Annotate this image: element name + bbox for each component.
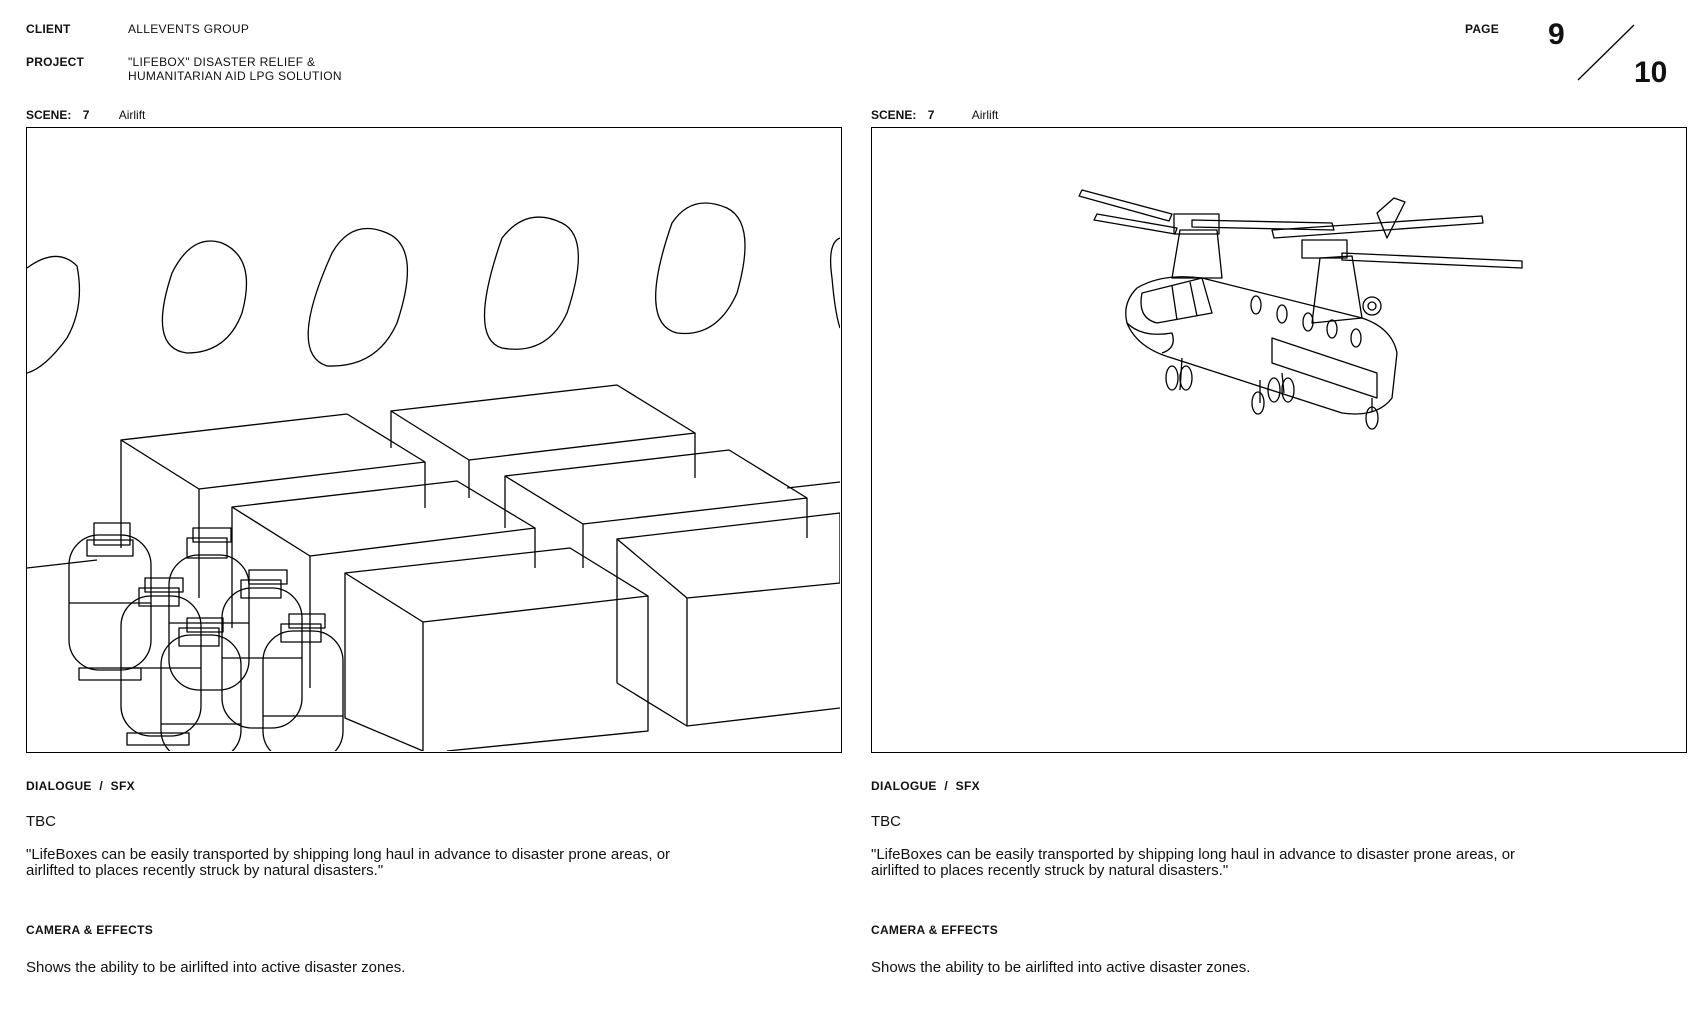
dialogue-status-1: TBC: [26, 813, 56, 830]
storyboard-frame-1: [26, 127, 842, 753]
sfx-label: SFX: [955, 779, 980, 793]
page-label: PAGE: [1465, 22, 1499, 36]
page-divider-slash: [1577, 24, 1635, 81]
page-total: 10: [1634, 56, 1668, 89]
storyboard-frame-2: [871, 127, 1687, 753]
dialogue-sfx-label-1: DIALOGUE / SFX: [26, 779, 135, 793]
dialogue-line-1: "LifeBoxes can be easily transported by …: [26, 846, 671, 863]
camera-effects-label-1: CAMERA & EFFECTS: [26, 923, 154, 937]
dialogue-label: DIALOGUE: [871, 779, 937, 793]
cargo-hold-sketch-icon: [27, 202, 840, 751]
project-line-2: HUMANITARIAN AID LPG SOLUTION: [128, 69, 342, 83]
dialogue-line-2: airlifted to places recently struck by n…: [871, 862, 1229, 879]
project-label: PROJECT: [26, 55, 85, 69]
scene-label: SCENE:: [26, 108, 72, 122]
dialogue-status-2: TBC: [871, 813, 901, 830]
camera-effects-label-2: CAMERA & EFFECTS: [871, 923, 999, 937]
page-current: 9: [1548, 18, 1565, 51]
scene-title: Airlift: [971, 108, 999, 122]
scene-row-1: SCENE: 7 Airlift: [26, 108, 145, 122]
dialogue-label: DIALOGUE: [26, 779, 92, 793]
scene-title: Airlift: [118, 108, 146, 122]
camera-effects-text-1: Shows the ability to be airlifted into a…: [26, 959, 406, 976]
dialogue-line-1: "LifeBoxes can be easily transported by …: [871, 846, 1516, 863]
dialogue-sfx-label-2: DIALOGUE / SFX: [871, 779, 980, 793]
scene-number: 7: [82, 108, 90, 122]
client-label: CLIENT: [26, 22, 71, 36]
dialogue-separator: /: [99, 779, 104, 793]
dialogue-quote-2: "LifeBoxes can be easily transported by …: [871, 847, 1591, 879]
dialogue-line-2: airlifted to places recently struck by n…: [26, 862, 384, 879]
dialogue-separator: /: [944, 779, 949, 793]
scene-number: 7: [927, 108, 935, 122]
project-value: "LIFEBOX" DISASTER RELIEF & HUMANITARIAN…: [128, 55, 342, 83]
dialogue-quote-1: "LifeBoxes can be easily transported by …: [26, 847, 746, 879]
helicopter-sketch-icon: [1078, 189, 1523, 430]
camera-effects-text-2: Shows the ability to be airlifted into a…: [871, 959, 1251, 976]
project-line-1: "LIFEBOX" DISASTER RELIEF &: [128, 55, 316, 69]
sfx-label: SFX: [110, 779, 135, 793]
client-value: ALLEVENTS GROUP: [128, 22, 250, 36]
scene-row-2: SCENE: 7 Airlift: [871, 108, 998, 122]
scene-label: SCENE:: [871, 108, 917, 122]
